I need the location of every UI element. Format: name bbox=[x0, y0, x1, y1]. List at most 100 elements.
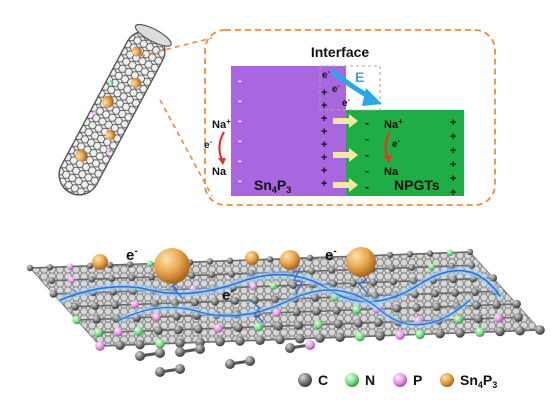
na-reduction-arrow bbox=[384, 131, 391, 159]
carbon-atom bbox=[333, 319, 343, 329]
carbon-atom bbox=[255, 335, 265, 345]
phosphorus-atom bbox=[213, 323, 223, 333]
carbon-atom bbox=[426, 250, 434, 257]
nitrogen-atom bbox=[475, 327, 485, 337]
sn4p3-sphere bbox=[92, 254, 108, 270]
carbon-atom bbox=[173, 325, 183, 335]
phosphorus-atom bbox=[68, 276, 76, 284]
svg-text:+: + bbox=[321, 100, 327, 112]
carbon-atom bbox=[312, 307, 321, 316]
carbon-atom bbox=[91, 301, 99, 310]
carbon-atom bbox=[349, 279, 358, 287]
svg-text:-: - bbox=[365, 132, 369, 146]
carbon-atom bbox=[49, 290, 58, 298]
carbon-atom bbox=[468, 261, 476, 269]
sn4p3-plus-column: + + + + + + + + bbox=[321, 87, 327, 190]
foreground-bond bbox=[175, 344, 205, 357]
nitrogen-atom bbox=[72, 315, 81, 325]
sn4p3-particle bbox=[131, 46, 142, 57]
phosphorus-atom bbox=[131, 300, 139, 309]
svg-text:e-: e- bbox=[392, 138, 401, 150]
carbon-atom bbox=[373, 317, 383, 327]
sn4p3-particle bbox=[101, 95, 114, 108]
carbon-atom bbox=[471, 288, 479, 297]
nitrogen-atom bbox=[428, 263, 436, 271]
carbon-atom bbox=[151, 299, 159, 308]
sn4p3-sphere bbox=[245, 251, 259, 265]
phosphorus-atom bbox=[272, 308, 281, 317]
carbon-atom bbox=[306, 254, 314, 262]
svg-text:e-: e- bbox=[342, 97, 351, 109]
carbon-atom bbox=[308, 267, 316, 275]
carbon-atom bbox=[215, 336, 225, 347]
svg-text:-: - bbox=[365, 180, 369, 194]
phosphorus-atom bbox=[395, 330, 405, 340]
carbon-atom bbox=[409, 277, 418, 285]
carbon-atom bbox=[126, 261, 134, 268]
carbon-atom bbox=[172, 312, 181, 321]
legend-swatch-sn4p3 bbox=[440, 373, 454, 387]
svg-text:+: + bbox=[450, 145, 456, 157]
carbon-atom bbox=[273, 321, 283, 331]
carbon-atom bbox=[275, 334, 285, 345]
carbon-atom bbox=[492, 300, 501, 309]
interface-gap bbox=[319, 65, 381, 111]
carbon-atom bbox=[108, 274, 116, 282]
carbon-atom bbox=[435, 328, 445, 339]
foreground-bond bbox=[285, 340, 315, 353]
carbon-atom bbox=[208, 271, 216, 279]
svg-text:+: + bbox=[450, 187, 456, 199]
electron-flow bbox=[57, 267, 503, 328]
svg-text:-: - bbox=[365, 164, 369, 178]
svg-text:+: + bbox=[321, 113, 327, 125]
phosphorus-atom bbox=[249, 282, 258, 291]
carbon-atom bbox=[111, 301, 119, 310]
nitrogen-atom bbox=[352, 305, 361, 315]
carbon-atom bbox=[293, 320, 303, 330]
nanotube bbox=[58, 23, 172, 196]
field-arrow-head bbox=[362, 88, 382, 106]
carbon-atom bbox=[292, 307, 301, 317]
carbon-atom bbox=[335, 332, 345, 343]
carbon-atom bbox=[46, 264, 54, 271]
carbon-atom bbox=[412, 303, 421, 312]
svg-text:-: - bbox=[238, 75, 242, 87]
phosphorus-atom bbox=[493, 313, 503, 323]
carbon-atom bbox=[233, 323, 243, 333]
svg-text:-: - bbox=[238, 95, 242, 107]
carbon-atom bbox=[115, 340, 125, 351]
carbon-atom bbox=[329, 280, 338, 288]
sn4p3-minus-column: - - - - - - bbox=[238, 75, 242, 187]
carbon-atom bbox=[451, 288, 459, 297]
carbon-atom bbox=[311, 293, 319, 302]
carbon-atom bbox=[231, 296, 239, 305]
sheet-bond bbox=[29, 266, 51, 269]
carbon-atom bbox=[495, 326, 505, 337]
nitrogen-atom bbox=[355, 331, 365, 342]
carbon-atom bbox=[48, 277, 56, 285]
svg-text:Na+: Na+ bbox=[384, 117, 403, 131]
sheet-sn4p3-particles bbox=[92, 247, 376, 284]
carbon-atom bbox=[266, 256, 274, 263]
sheet-bond bbox=[429, 251, 451, 255]
svg-text:+: + bbox=[321, 165, 327, 177]
sn4p3-panel bbox=[231, 66, 346, 196]
carbon-atom bbox=[226, 257, 234, 264]
carbon-atom bbox=[251, 296, 259, 305]
carbon-atom bbox=[211, 297, 219, 306]
sheet-bond bbox=[69, 265, 91, 268]
zoom-line-bottom bbox=[159, 99, 213, 197]
carbon-atom bbox=[472, 301, 481, 310]
carbon-atom bbox=[148, 273, 156, 281]
svg-text:Na+: Na+ bbox=[212, 117, 231, 131]
foreground-bond bbox=[135, 348, 165, 361]
phosphorus-atom bbox=[66, 263, 74, 270]
carbon-atom bbox=[153, 325, 163, 335]
carbon-atom bbox=[466, 248, 474, 256]
carbon-atom bbox=[449, 275, 458, 284]
svg-text:-: - bbox=[238, 135, 242, 147]
legend-swatch-p bbox=[393, 373, 407, 387]
carbon-atom bbox=[289, 281, 298, 290]
